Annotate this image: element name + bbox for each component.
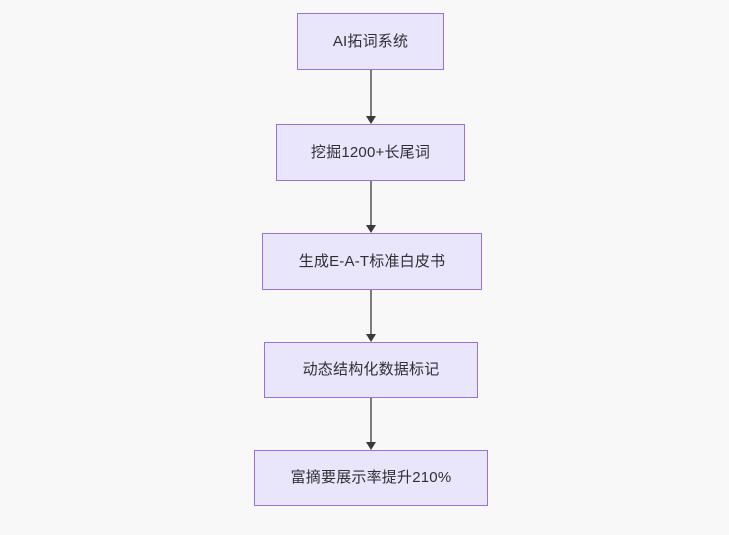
edge-node4-to-node5: [361, 398, 381, 450]
edge-node1-to-node2: [361, 70, 381, 124]
node-label: 挖掘1200+长尾词: [310, 143, 431, 161]
flowchart-node-ai-keyword-expansion-system[interactable]: AI拓词系统: [297, 13, 444, 70]
edge-line: [370, 181, 372, 226]
edge-node3-to-node4: [361, 290, 381, 342]
arrowhead-icon: [366, 225, 376, 233]
edge-line: [370, 70, 372, 117]
node-label: 富摘要展示率提升210%: [290, 469, 452, 486]
edge-line: [370, 290, 372, 335]
node-label: AI拓词系统: [332, 32, 409, 50]
flowchart-node-mine-longtail-keywords[interactable]: 挖掘1200+长尾词: [276, 124, 465, 181]
edge-line: [370, 398, 372, 443]
flowchart-node-dynamic-structured-data-markup[interactable]: 动态结构化数据标记: [264, 342, 478, 398]
node-label: 生成E-A-T标准白皮书: [298, 252, 446, 270]
edge-node2-to-node3: [361, 181, 381, 233]
node-label: 动态结构化数据标记: [302, 361, 440, 378]
arrowhead-icon: [366, 116, 376, 124]
flowchart-node-rich-snippet-impression-uplift[interactable]: 富摘要展示率提升210%: [254, 450, 488, 506]
flowchart-node-generate-eat-whitepaper[interactable]: 生成E-A-T标准白皮书: [262, 233, 482, 290]
arrowhead-icon: [366, 334, 376, 342]
arrowhead-icon: [366, 442, 376, 450]
